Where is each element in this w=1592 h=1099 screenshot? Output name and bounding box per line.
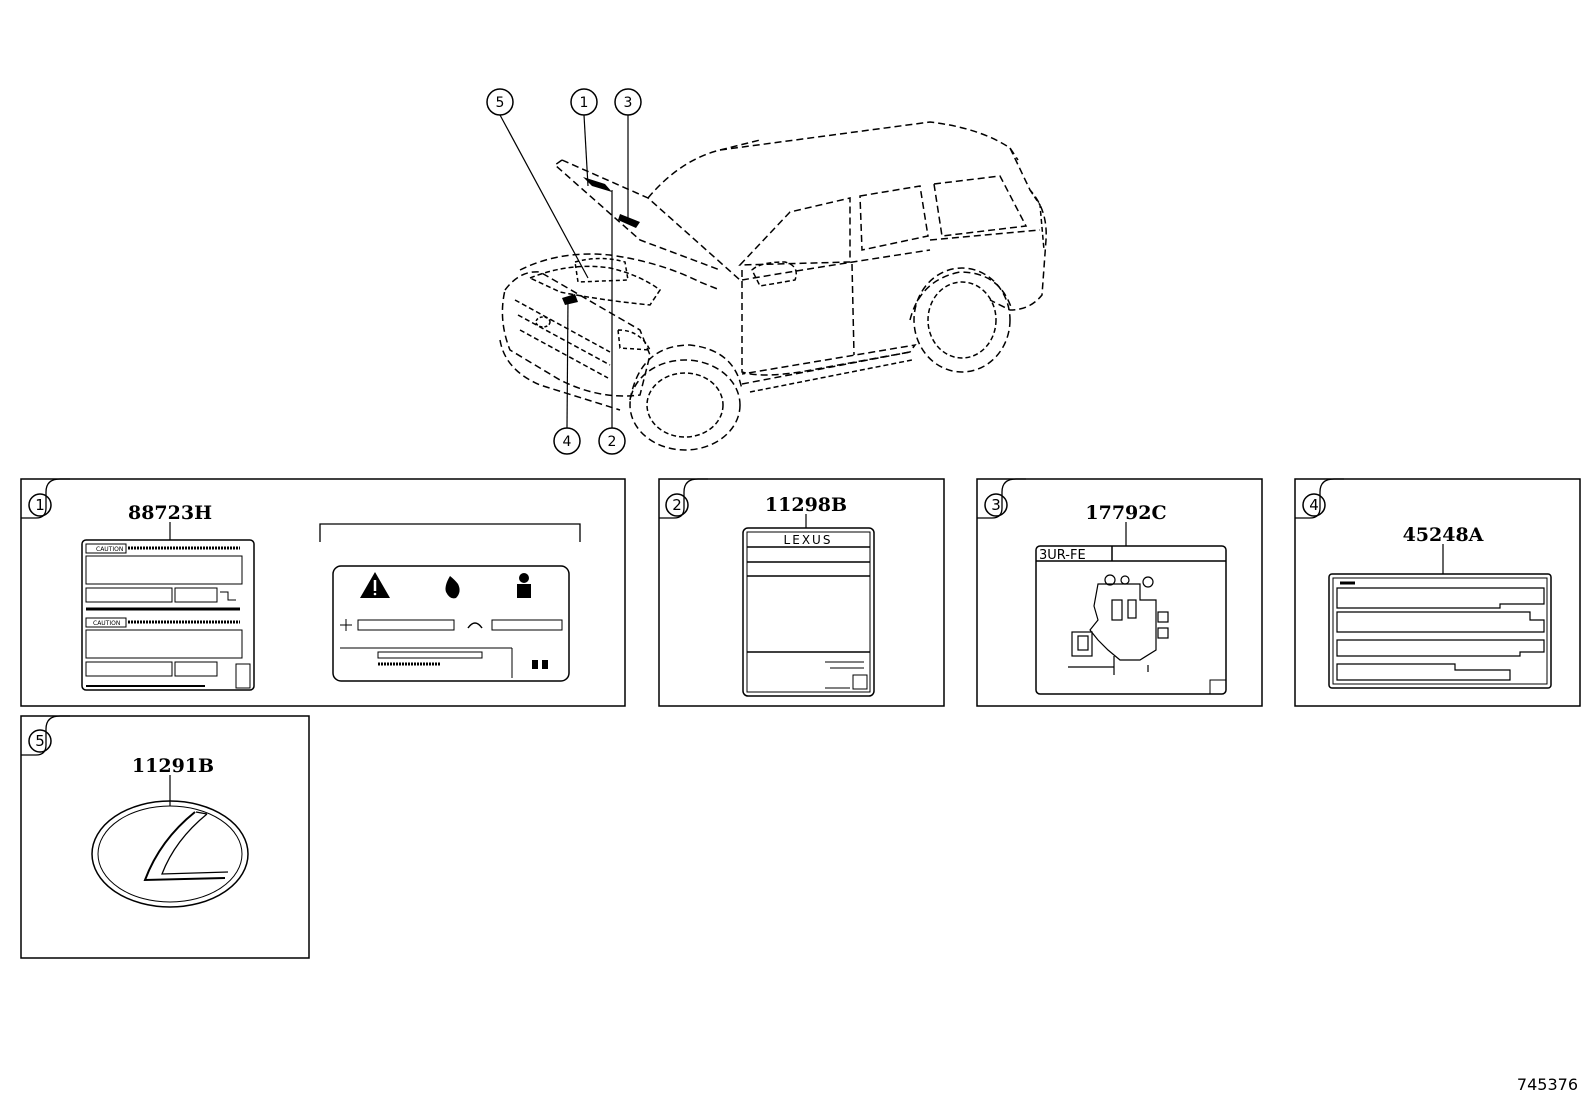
svg-text:CAUTION: CAUTION [96, 546, 123, 553]
panel-5: 5 11291B [20, 715, 310, 959]
svg-text:3UR-FE: 3UR-FE [1039, 548, 1086, 563]
svg-text:4: 4 [563, 434, 572, 450]
svg-text:1: 1 [35, 496, 45, 514]
person-icon [519, 573, 529, 583]
warning-label [332, 565, 570, 682]
vehicle-illustration [499, 121, 1047, 451]
tilt-steering-label [1328, 573, 1552, 689]
caution-label: CAUTION CAUTION [81, 539, 255, 691]
part-number-11291B: 11291B [132, 755, 214, 777]
leader-lines [499, 114, 629, 429]
engine-hose-label: 3UR-FE [1035, 545, 1227, 695]
svg-text:3: 3 [624, 95, 633, 111]
callout-3: 3 [614, 88, 642, 116]
lexus-tag-label: LEXUS [742, 527, 875, 697]
part-number-88723H: 88723H [128, 502, 212, 524]
svg-text:2: 2 [672, 496, 682, 514]
panel-3: 3 17792C 3UR-FE [976, 478, 1263, 707]
panel-2: 2 11298B LEXUS [658, 478, 945, 707]
hand-icon [467, 622, 483, 629]
callout-2: 2 [598, 427, 626, 455]
callout-1: 1 [570, 88, 598, 116]
lexus-emblem [91, 800, 249, 908]
flame-icon [445, 576, 460, 599]
svg-text:5: 5 [496, 95, 505, 111]
part-number-11298B: 11298B [765, 494, 847, 516]
callout-5: 5 [486, 88, 514, 116]
svg-text:LEXUS: LEXUS [784, 533, 833, 547]
part-number-17792C: 17792C [1085, 502, 1166, 524]
svg-text:4: 4 [1309, 496, 1319, 514]
part-number-45248A: 45248A [1403, 524, 1484, 546]
callout-4: 4 [553, 427, 581, 455]
svg-text:5: 5 [35, 732, 45, 750]
engine-schematic [1068, 574, 1169, 675]
svg-text:1: 1 [580, 95, 589, 111]
diagram-id: 745376 [1517, 1075, 1578, 1094]
panel-4: 4 45248A [1294, 478, 1581, 707]
svg-text:CAUTION: CAUTION [93, 620, 120, 627]
svg-text:3: 3 [991, 496, 1001, 514]
panel-1: 1 88723H CAUTION CAUTION [20, 478, 626, 707]
svg-text:2: 2 [608, 434, 617, 450]
